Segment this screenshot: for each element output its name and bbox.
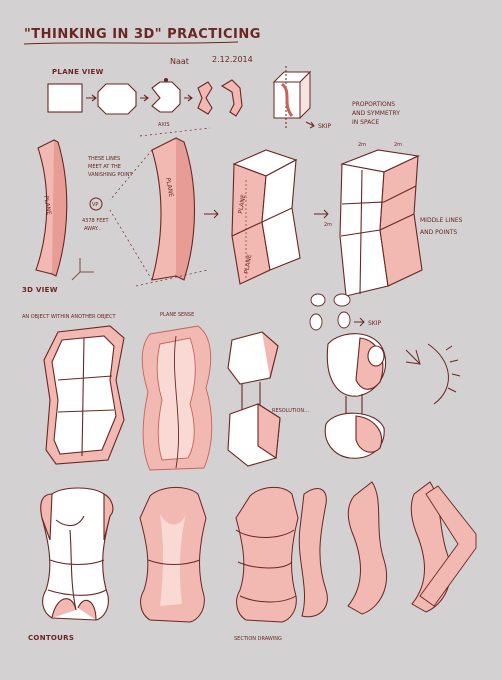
small-ovals — [309, 293, 351, 331]
label-lines-meet-3: VANISHING POINT — [88, 172, 134, 178]
label-lines-meet-1: THESE LINES — [87, 156, 120, 162]
resolution-smooth — [324, 333, 386, 459]
arrow-icon — [314, 209, 329, 219]
flat-plane-curve — [35, 139, 68, 277]
label-lines-meet-2: MEET AT THE — [88, 164, 121, 170]
label-dim-2m-b: 2m — [394, 142, 402, 148]
label-contours: CONTOURS — [28, 634, 74, 642]
label-axis: AXIS — [158, 122, 170, 128]
torso-contours — [40, 487, 114, 621]
label-feet-2: AWAY... — [84, 226, 102, 232]
arrow-icon — [204, 209, 219, 219]
marker-dot — [163, 77, 169, 83]
date: 2.12.2014 — [212, 55, 253, 64]
arrow-icon — [86, 94, 97, 102]
arrow-icon — [305, 121, 315, 129]
label-proportions-2: AND SYMMETRY — [352, 110, 400, 117]
label-plane-sense: PLANE SENSE — [160, 312, 194, 318]
perspective-plane — [109, 127, 211, 287]
page-title: "THINKING IN 3D" PRACTICING — [24, 27, 261, 42]
label-plane-d: PLANE — [243, 254, 253, 275]
plane-view-sequence — [47, 77, 243, 117]
label-resolution: RESOLUTION... — [272, 408, 309, 414]
plane-sense-blob — [141, 325, 213, 471]
vanishing-point — [89, 197, 103, 211]
cube-with-axis — [272, 66, 312, 128]
label-plane-b: PLANE — [164, 177, 174, 198]
section-shapes — [298, 481, 477, 618]
arrow-icon — [140, 94, 149, 102]
arrow-arc-doodle — [405, 343, 461, 405]
plane-square — [47, 83, 83, 113]
label-3d-view: 3D VIEW — [22, 286, 58, 294]
torso-shaded — [139, 487, 207, 623]
label-dim-2m-a: 2m — [358, 142, 366, 148]
label-plane-a: PLANE — [42, 195, 52, 216]
proportion-box — [339, 149, 423, 297]
plane-curved — [220, 79, 243, 117]
label-vp: VP — [92, 202, 98, 208]
label-skip-mid: SKIP — [368, 320, 382, 327]
torso-sectioned — [235, 487, 299, 623]
nested-blocks — [43, 325, 125, 465]
axis-gizmo — [71, 258, 94, 281]
label-middle-lines-1: MIDDLE LINES — [420, 217, 463, 224]
label-plane-c: PLANE — [237, 194, 247, 215]
label-proportions-3: IN SPACE — [352, 119, 379, 126]
label-feet-1: 4378 FEET — [82, 218, 110, 224]
title-underline — [23, 41, 239, 45]
label-middle-lines-2: AND POINTS — [420, 229, 457, 236]
label-section-drawing: SECTION DRAWING — [234, 636, 282, 642]
label-plane-view: PLANE VIEW — [52, 68, 104, 76]
arrow-icon — [184, 94, 193, 102]
plane-octagon — [97, 83, 137, 115]
label-skip-top: SKIP — [318, 123, 332, 130]
bent-box — [231, 149, 301, 285]
label-proportions-1: PROPORTIONS — [352, 101, 395, 108]
label-object-within: AN OBJECT WITHIN ANOTHER OBJECT — [22, 314, 117, 320]
signature: Naat — [170, 57, 189, 66]
plane-cut-octagon — [151, 81, 181, 113]
plane-bent — [197, 81, 213, 115]
label-dim-2m-c: 2m — [324, 222, 332, 228]
arrow-icon — [354, 317, 365, 327]
resolution-block — [227, 331, 281, 467]
